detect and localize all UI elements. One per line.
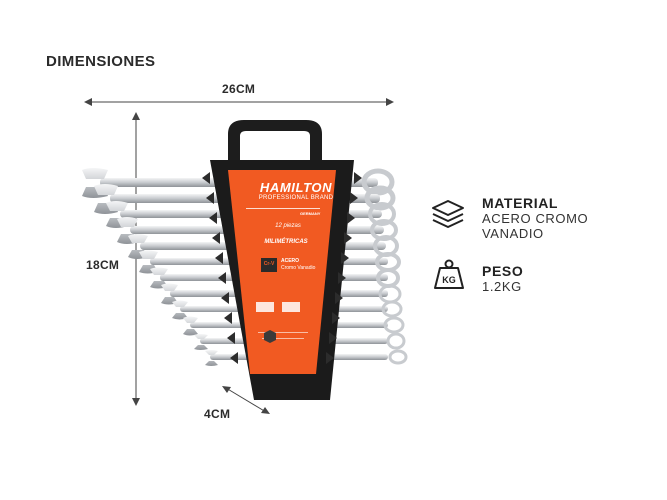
spec-weight-icon-wrap: KG <box>432 258 466 292</box>
wrench-set-image: HAMILTON PROFESSIONAL BRAND GERMANY 12 p… <box>78 112 408 412</box>
spec-material-title: MATERIAL <box>482 195 559 211</box>
spec-material-line-2: VANADIO <box>482 226 544 241</box>
product-origin: GERMANY <box>300 211 321 216</box>
product-type: MILIMÉTRICAS <box>264 239 308 245</box>
spec-weight-value: 1.2KG <box>482 279 522 294</box>
weight-icon: KG <box>434 259 464 289</box>
svg-text:KG: KG <box>442 275 456 285</box>
material-line2: Cromo Vanadio <box>281 265 316 271</box>
height-label: 18CM <box>86 258 120 272</box>
spec-material-line-1: ACERO CROMO <box>482 211 589 226</box>
page-heading: DIMENSIONES <box>46 53 156 70</box>
layers-icon <box>432 200 464 228</box>
spec-material-icon-wrap <box>430 198 466 232</box>
width-label: 26CM <box>222 82 256 96</box>
product-pieces: 12 piezas <box>275 223 301 229</box>
spec-weight-title: PESO <box>482 263 524 279</box>
material-line1: ACERO <box>281 258 300 264</box>
product-brand-sub: PROFESSIONAL BRAND <box>258 195 334 201</box>
depth-dimension-line <box>222 386 270 414</box>
material-badge: Cr-V <box>263 261 275 267</box>
product-brand: HAMILTON <box>259 180 333 195</box>
depth-label: 4CM <box>204 407 231 421</box>
spec-material: MATERIAL ACERO CROMO VANADIO <box>482 195 588 241</box>
height-dimension-line <box>132 112 140 406</box>
width-dimension-line <box>84 98 394 106</box>
spec-weight: PESO 1.2KG <box>482 263 523 294</box>
